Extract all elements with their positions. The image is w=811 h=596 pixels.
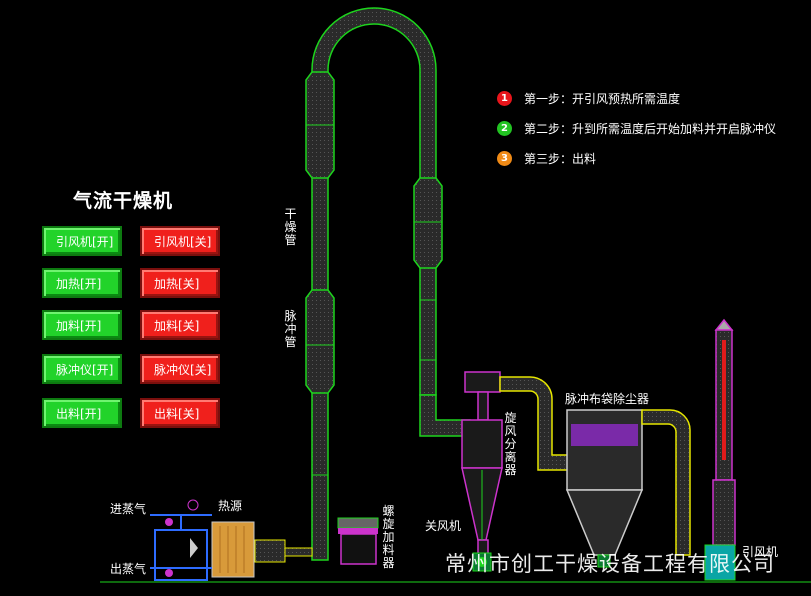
- step-3-badge: 3: [497, 151, 512, 166]
- steam-valve-out: [165, 569, 173, 577]
- cyclone-label: 旋风分离器: [504, 411, 517, 477]
- heat-source: [211, 521, 313, 578]
- steam-in-label: 进蒸气: [110, 502, 147, 516]
- fan-on-button[interactable]: 引风机[开]: [42, 226, 122, 256]
- airlock-label: 关风机: [425, 519, 462, 533]
- fan-label: 引风机: [742, 545, 779, 559]
- bag-filter-label: 脉冲布袋除尘器: [565, 392, 650, 406]
- screw-feeder-label: 螺旋加料器: [382, 504, 395, 570]
- heat-source-label: 热源: [218, 499, 243, 513]
- heat-on-button[interactable]: 加热[开]: [42, 268, 122, 298]
- step-1-badge: 1: [497, 91, 512, 106]
- dry-pipe-label: 干燥管: [284, 207, 297, 247]
- duct-to-fan: [641, 409, 691, 556]
- trap-valve: [190, 538, 198, 558]
- step-1: 1 第一步：开引风预热所需温度: [497, 90, 680, 107]
- output-off-button[interactable]: 出料[关]: [140, 398, 220, 428]
- pipe-joints: [306, 124, 442, 476]
- step-2-text: 第二步：升到所需温度后开始加料并开启脉冲仪: [524, 122, 777, 136]
- heat-off-button[interactable]: 加热[关]: [140, 268, 220, 298]
- step-1-text: 第一步：开引风预热所需温度: [524, 92, 681, 106]
- pressure-gauge: [187, 499, 199, 511]
- pulse-pipe-label: 脉冲管: [284, 309, 297, 349]
- pulse-off-button[interactable]: 脉冲仪[关]: [140, 354, 220, 384]
- step-3-text: 第三步：出料: [524, 152, 597, 166]
- step-3: 3 第三步：出料: [497, 150, 596, 167]
- fan-off-button[interactable]: 引风机[关]: [140, 226, 220, 256]
- airlock-valve: [472, 552, 492, 572]
- steam-valve-in: [165, 518, 173, 526]
- step-2-badge: 2: [497, 121, 512, 136]
- screw-feeder: [337, 517, 379, 565]
- fan-unit: [704, 544, 736, 581]
- feed-off-button[interactable]: 加料[关]: [140, 310, 220, 340]
- exhaust-stack: [712, 318, 736, 546]
- steam-piping: [150, 514, 212, 581]
- bag-filter: [565, 409, 644, 568]
- page-title: 气流干燥机: [73, 190, 174, 212]
- company-watermark: 常州市创工干燥设备工程有限公司: [445, 552, 775, 576]
- step-2: 2 第二步：升到所需温度后开始加料并开启脉冲仪: [497, 120, 776, 137]
- steam-out-label: 出蒸气: [110, 562, 147, 576]
- duct-to-filter: [499, 376, 571, 471]
- pulse-on-button[interactable]: 脉冲仪[开]: [42, 354, 122, 384]
- output-on-button[interactable]: 出料[开]: [42, 398, 122, 428]
- feed-on-button[interactable]: 加料[开]: [42, 310, 122, 340]
- drying-pipe: [305, 7, 471, 561]
